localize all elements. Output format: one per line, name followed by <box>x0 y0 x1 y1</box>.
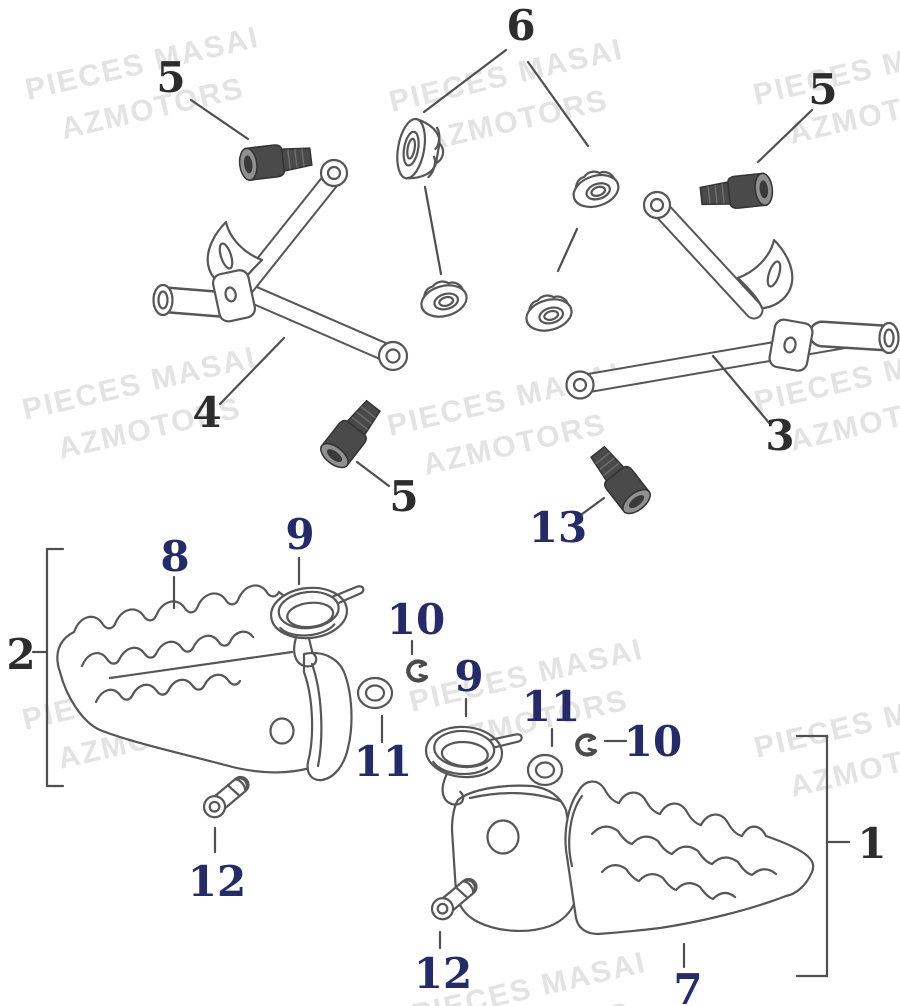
callout-7: 7 <box>673 965 702 1006</box>
leader-line <box>355 460 391 488</box>
part-socket-bolt-top-right <box>698 171 775 213</box>
part-socket-bolt-mid <box>315 395 387 473</box>
part-footpeg-left <box>56 584 353 782</box>
callout-11-left: 11 <box>354 737 412 786</box>
leader-line <box>189 98 250 141</box>
callout-9-left: 9 <box>285 510 314 559</box>
watermark: PIECES MASAI AZMOTORS <box>19 341 259 466</box>
part-footpeg-right <box>450 780 815 936</box>
leader-line <box>711 354 772 426</box>
part-clip-left <box>408 662 426 681</box>
part-footrest-bracket-right <box>565 190 900 400</box>
callout-5-top-right: 5 <box>808 65 837 114</box>
callout-12-right: 12 <box>414 949 472 998</box>
callout-labels: 6 5 5 4 3 5 13 2 8 9 10 11 9 11 10 12 12… <box>6 1 886 1006</box>
callout-8: 8 <box>160 532 189 581</box>
part-washer-right <box>526 753 564 787</box>
leader-line <box>756 108 814 164</box>
callout-4: 4 <box>192 388 221 437</box>
part-flange-nut-bottom-left <box>415 275 472 323</box>
leader-line <box>526 60 590 148</box>
callout-10-right: 10 <box>624 717 682 766</box>
callout-5-top-left: 5 <box>156 53 185 102</box>
leader-line <box>556 227 579 273</box>
leader-line <box>422 48 508 114</box>
leader-lines <box>31 48 851 978</box>
callout-9-right: 9 <box>454 652 483 701</box>
watermark: PIECES MASAI AZMOTORS <box>751 679 900 804</box>
brace-item-1 <box>795 734 829 978</box>
callout-10-left: 10 <box>387 595 445 644</box>
callout-12-left: 12 <box>188 857 246 906</box>
part-socket-bolt-13 <box>584 441 656 519</box>
callout-1: 1 <box>857 819 886 868</box>
part-socket-bolt-top-left <box>237 139 314 182</box>
part-flange-nut-top-right <box>566 164 624 214</box>
leader-line <box>576 496 606 519</box>
callout-11-right: 11 <box>522 682 580 731</box>
part-footrest-bracket-left <box>152 158 409 372</box>
callout-13: 13 <box>529 503 587 552</box>
leader-line <box>218 336 286 406</box>
part-pin-left <box>200 775 249 821</box>
brace-item-2 <box>45 547 65 788</box>
part-clip-right <box>577 736 595 755</box>
part-washer-left <box>356 676 394 710</box>
part-flange-nut-bottom-right <box>520 289 577 337</box>
callout-6: 6 <box>506 1 535 50</box>
leader-line <box>423 185 443 276</box>
callout-2: 2 <box>6 630 35 679</box>
callout-5-mid: 5 <box>389 472 418 521</box>
callout-3: 3 <box>765 411 794 460</box>
watermark: PIECES MASAI AZMOTORS <box>22 21 262 146</box>
